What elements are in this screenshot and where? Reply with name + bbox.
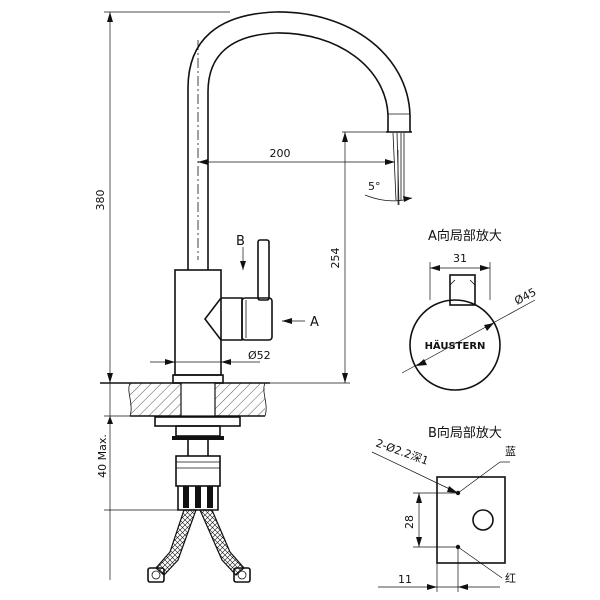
dim-below-deck: 40 Max. xyxy=(96,434,109,478)
mounting-plate xyxy=(436,476,506,564)
cartridge-housing xyxy=(203,297,243,341)
body-ring xyxy=(172,374,224,384)
dim-base-diameter: Ø52 xyxy=(248,349,271,362)
detail-a-title: A向局部放大 xyxy=(428,228,502,244)
dim-detail-a-diameter: Ø45 xyxy=(512,286,538,308)
handle-lever xyxy=(257,239,270,301)
callout-view-b: B xyxy=(236,234,245,249)
dim-spout-height: 254 xyxy=(329,248,342,269)
hose-right xyxy=(199,509,245,576)
faucet-main-view xyxy=(100,11,412,583)
spout-inner xyxy=(207,32,389,270)
detail-b-title: B向局部放大 xyxy=(428,425,502,441)
holes-spec: 2-Ø2.2深1 xyxy=(374,437,430,468)
handle-hub xyxy=(241,297,273,341)
hose-fitting-right xyxy=(233,567,251,583)
center-hole xyxy=(472,509,494,531)
dim-detail-b-height: 28 xyxy=(403,515,416,529)
brand-logo: HÄUSTERN xyxy=(425,338,486,352)
water-stream xyxy=(392,132,405,206)
dim-spout-angle: 5° xyxy=(368,180,381,193)
label-blue: 蓝 xyxy=(505,445,516,458)
dim-detail-a-width: 31 xyxy=(453,252,467,265)
spout-outer xyxy=(187,11,411,270)
countertop-section xyxy=(100,382,270,417)
dim-detail-b-offset: 11 xyxy=(398,573,412,586)
handle-end-circle xyxy=(409,299,501,391)
hose-fitting-left xyxy=(147,567,165,583)
hose-connector xyxy=(175,455,221,511)
mounting-hardware xyxy=(154,416,241,456)
hose-left xyxy=(155,509,197,576)
detail-b: B向局部放大 2-Ø2.2深1 蓝 红 28 11 xyxy=(371,425,516,592)
callout-view-a: A xyxy=(310,315,319,330)
faucet-body xyxy=(174,269,222,376)
dimension-lines: 380 40 Max. 200 254 5° Ø52 B xyxy=(94,11,413,580)
dim-reach: 200 xyxy=(270,147,291,160)
dim-total-height: 380 xyxy=(94,190,107,211)
label-red: 红 xyxy=(505,572,516,585)
detail-a: A向局部放大 HÄUSTERN 31 Ø45 xyxy=(401,228,538,391)
